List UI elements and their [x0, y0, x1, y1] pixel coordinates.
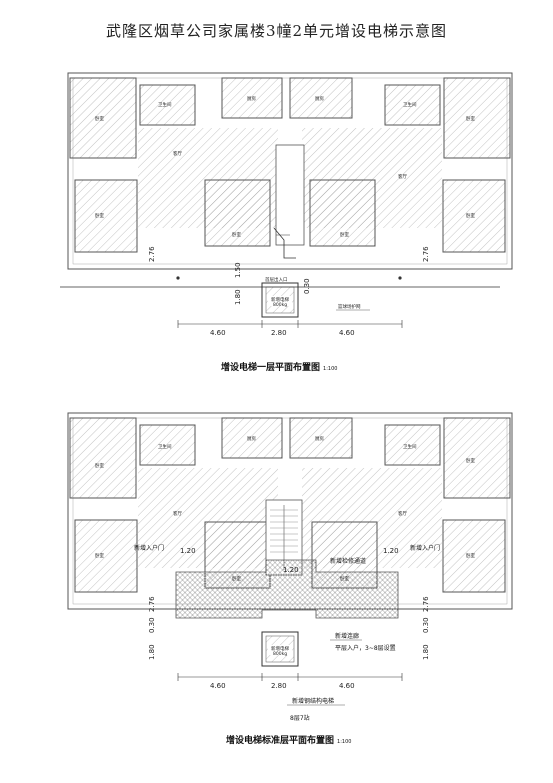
plan2-label-bathroom-2: 卫生间: [403, 443, 417, 450]
plan2-label-kitchen-2: 厨房: [315, 435, 324, 442]
plan2-dim-120c: 1.20: [283, 566, 299, 574]
plan2-caption-text: 增设电梯标准层平面布置图: [226, 736, 335, 746]
plan1-elevator-capacity: 800kg: [273, 302, 287, 308]
plan1-dim-v3: 1.80: [234, 289, 242, 305]
plan1-dim-v1-right: 2.76: [422, 246, 430, 262]
plan1-label-living-2: 客厅: [398, 173, 407, 180]
plan2-label-bedroom-2: 卧室: [466, 457, 475, 464]
plan2-dim-v2: 0.30: [148, 617, 156, 633]
plan2-label-kitchen-1: 厨房: [247, 435, 256, 442]
plan1-label-bedroom-6: 卧室: [466, 212, 475, 219]
plan2-maint-label: 新增检修通道: [330, 557, 366, 565]
plan1-elevator-label: 新增电梯: [271, 296, 289, 303]
plan2-label-bedroom-6: 卧室: [466, 552, 475, 559]
page-title: 武隆区烟草公司家属楼3幢2单元增设电梯示意图: [105, 22, 448, 40]
plan1-label-kitchen-1: 厨房: [247, 95, 256, 102]
plan1-dim-v1: 2.76: [148, 246, 156, 262]
plan2-corridor-label: 新增连廊: [335, 632, 359, 640]
plan2-label-bathroom-1: 卫生间: [158, 443, 172, 450]
plan1-outer-wall: [67, 72, 513, 270]
plan2-corridor: [175, 559, 399, 619]
plan2-dim-v2-right: 0.30: [422, 617, 430, 633]
plan2-dim-right: 4.60: [339, 682, 355, 690]
plan2-scale: 1:100: [337, 739, 352, 745]
plan2-new-door-left: 新增入户门: [134, 544, 164, 552]
plan1-label-bedroom-4: 卧室: [232, 231, 241, 238]
plan2-dim-mid: 2.80: [271, 682, 287, 690]
plan1-label-bedroom-2: 卧室: [466, 115, 475, 122]
plan2-dim-v3-right: 1.80: [422, 644, 430, 660]
plan2-label-living-2: 客厅: [398, 510, 407, 517]
plan2-dim-v1: 2.76: [148, 596, 156, 612]
plan1-fence-label: 篮球场护网: [338, 303, 361, 310]
plan2-dim-120b: 1.20: [383, 547, 399, 555]
plan-2: 卧室 卫生间 厨房 厨房 卫生间 卧室 客厅 客厅 卧室 卧室 卧室 卧室 新增…: [67, 412, 513, 722]
plan2-dim-120a: 1.20: [180, 547, 196, 555]
plan1-scale: 1:100: [323, 366, 338, 372]
plan2-steel-label: 新增钢结构电梯: [292, 697, 334, 705]
plan1-label-living-1: 客厅: [173, 150, 182, 157]
plan1-label-kitchen-2: 厨房: [315, 95, 324, 102]
plan1-dim-right: 4.60: [339, 329, 355, 337]
plan2-dim-left: 4.60: [210, 682, 226, 690]
plan2-label-bedroom-5: 卧室: [340, 575, 349, 582]
plan1-dim-left: 4.60: [210, 329, 226, 337]
plan2-elevator: [261, 631, 299, 667]
plan1-dim-v4: 0.30: [303, 278, 311, 294]
plan2-label-living-1: 客厅: [173, 510, 182, 517]
plan1-label-bathroom-1: 卫生间: [158, 101, 172, 108]
plan1-label-bedroom-1: 卧室: [95, 115, 104, 122]
plan2-elevator-capacity: 800kg: [273, 651, 287, 657]
plan1-entrance-label: 首层出入口: [265, 276, 288, 283]
plan1-dim-mid: 2.80: [271, 329, 287, 337]
plan2-dim-v1-right: 2.76: [422, 596, 430, 612]
plan1-label-bedroom-3: 卧室: [95, 212, 104, 219]
plan2-dim-v3: 1.80: [148, 644, 156, 660]
plan1-label-bathroom-2: 卫生间: [403, 101, 417, 108]
plan2-elevator-label: 新增电梯: [271, 645, 289, 652]
plan2-new-door-right: 新增入户门: [410, 544, 440, 552]
plan1-label-bedroom-5: 卧室: [340, 231, 349, 238]
plan2-stops-label: 8层7站: [290, 714, 310, 722]
plan1-elevator: [261, 282, 299, 318]
plan-1: 卧室 卫生间 厨房 厨房 卫生间 卧室 客厅 客厅 卧室 卧室 卧室 卧室 新增…: [60, 72, 513, 337]
plan2-label-bedroom-4: 卧室: [232, 575, 241, 582]
plan2-label-bedroom-3: 卧室: [95, 552, 104, 559]
plan1-dim-v2: 1.50: [234, 262, 242, 278]
plan2-label-bedroom-1: 卧室: [95, 462, 104, 469]
plan2-corridor-note: 平层入户，3~8层设置: [335, 644, 396, 652]
plan1-caption-text: 增设电梯一层平面布置图: [221, 363, 321, 373]
